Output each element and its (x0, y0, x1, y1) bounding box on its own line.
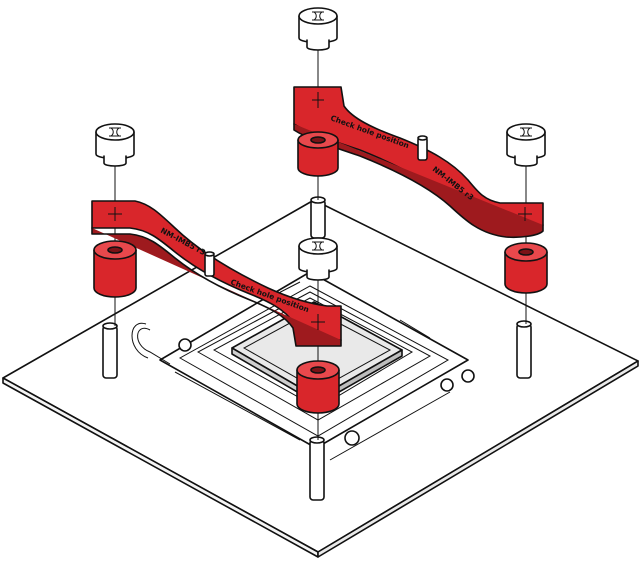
bar-pins (204, 135, 428, 277)
spacer-back (297, 131, 339, 177)
thumb-screw-left (95, 123, 135, 167)
standoff-left (102, 322, 118, 379)
bar-back-hole-marks (312, 92, 532, 221)
thumb-screw-back (298, 7, 338, 51)
standoff-posts (102, 196, 532, 501)
spacer-left (93, 240, 137, 298)
bar-front-hole-marks (108, 207, 325, 330)
thumb-screw-right (506, 123, 546, 167)
spacers (93, 131, 548, 414)
standoff-front (309, 436, 325, 501)
thumb-screws (95, 7, 546, 281)
spacer-front (296, 360, 340, 414)
spacer-right (504, 242, 548, 294)
standoff-back (310, 196, 326, 239)
thumb-screw-front (298, 237, 338, 281)
standoff-right (516, 320, 532, 379)
